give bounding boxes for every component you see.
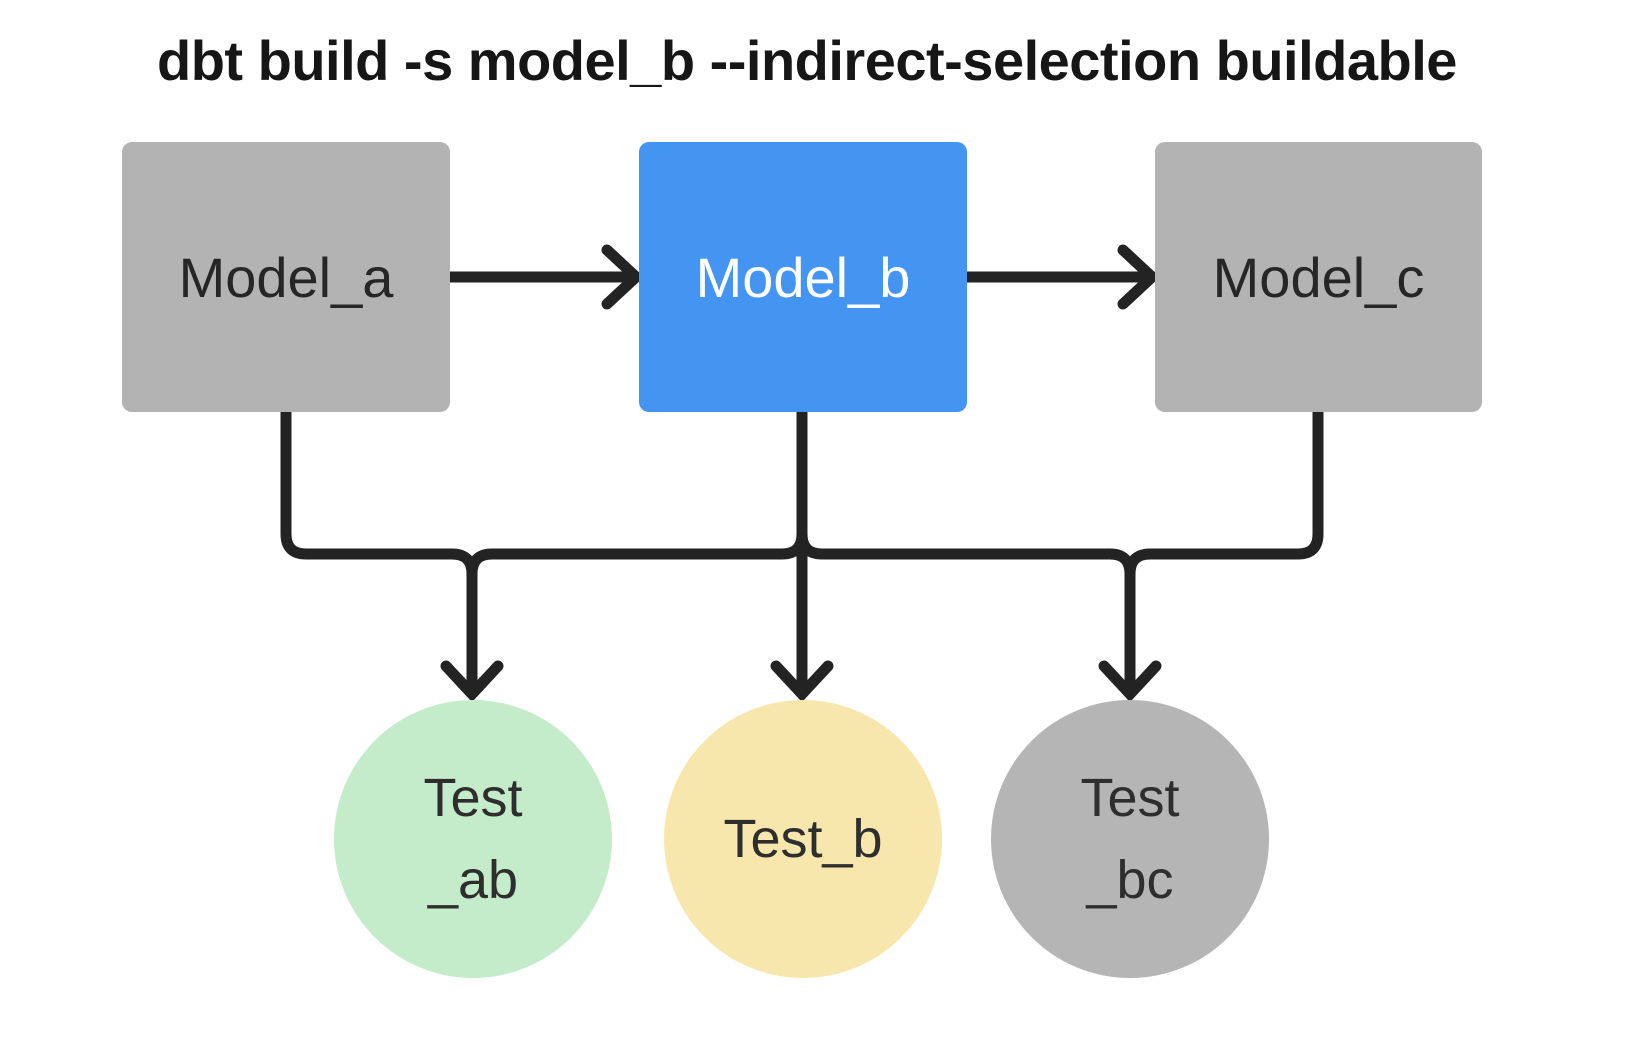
node-test-b: Test_b — [664, 700, 942, 978]
diagram-title: dbt build -s model_b --indirect-selectio… — [157, 29, 1457, 92]
node-test-ab: Test _ab — [334, 700, 612, 978]
arrowhead-test-ab — [440, 660, 504, 703]
node-test-bc-label-line1: Test — [1080, 768, 1180, 828]
node-test-ab-label-line2: _ab — [427, 850, 519, 910]
node-model-a: Model_a — [122, 142, 450, 412]
node-model-b-label: Model_b — [695, 245, 911, 309]
node-model-b: Model_b — [639, 142, 967, 412]
arrowhead-test-bc — [1098, 660, 1162, 703]
node-model-c: Model_c — [1155, 142, 1482, 412]
arrowhead-model-c — [1117, 244, 1161, 310]
node-test-b-label: Test_b — [723, 809, 883, 869]
edge-model-b-test-ab — [466, 412, 808, 687]
node-model-a-label: Model_a — [178, 245, 394, 309]
edge-model-c-test-bc — [1124, 412, 1324, 687]
node-test-bc: Test _bc — [991, 700, 1269, 978]
edge-model-a-test-ab — [280, 412, 478, 687]
node-test-bc-label-line2: _bc — [1086, 850, 1174, 910]
edge-model-b-test-bc — [796, 412, 1136, 687]
node-model-c-label: Model_c — [1212, 245, 1425, 309]
arrowhead-test-b — [770, 660, 834, 703]
arrowhead-model-b — [601, 244, 645, 310]
node-test-ab-label-line1: Test — [423, 768, 523, 828]
